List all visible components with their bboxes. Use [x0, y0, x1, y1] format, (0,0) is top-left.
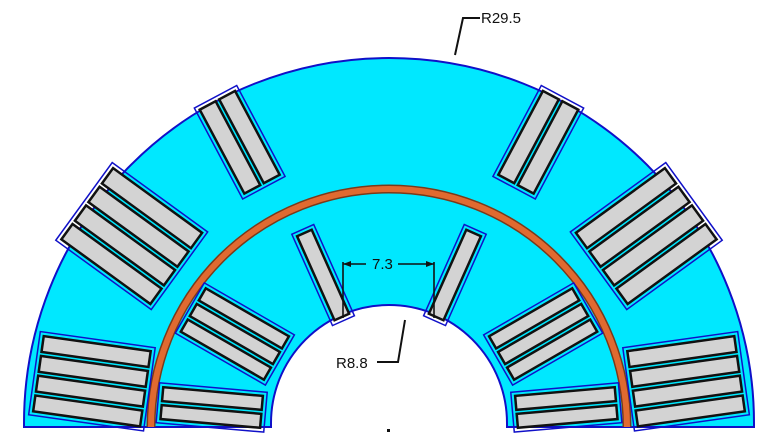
inner-slot-left-1: [155, 382, 269, 433]
inner-slot-right-3: [422, 223, 488, 327]
inner-slot-right-2-bar: [505, 317, 599, 382]
inner-slot-right-3-pocket: [422, 223, 488, 327]
inner-slot-left-3-bar: [295, 228, 351, 322]
inner-slot-left-2-pocket: [174, 281, 296, 387]
inner-slot-left-2-bar: [197, 286, 291, 351]
outer-slot-left-3-bar: [198, 99, 262, 196]
inner-magnet-slots: [155, 223, 623, 433]
outer-slot-right-2-bar: [574, 166, 678, 250]
outer-slot-right-1-bar: [631, 374, 744, 409]
outer-slot-left-1-bar: [34, 374, 147, 409]
inner-slot-right-1-bar: [515, 403, 619, 430]
inner-slot-right-2-pocket: [482, 281, 604, 387]
outer-slot-right-1: [621, 330, 751, 432]
rotor-ring-arc: [148, 186, 630, 428]
inner-slot-right-2-bar: [487, 286, 581, 351]
outer-slot-right-2-bar: [587, 185, 692, 269]
gap-arrow-left: [343, 261, 351, 267]
inner-slot-left-2: [174, 281, 296, 387]
inner-slot-right-1: [509, 382, 623, 433]
outer-slot-left-2-bar: [100, 166, 204, 250]
outer-radius-label: R29.5: [481, 10, 521, 27]
inner-slot-right-1-bar: [513, 385, 618, 412]
outer-slot-left-3: [193, 84, 287, 200]
outer-slot-right-3-pocket: [491, 84, 585, 200]
outer-slot-right-3: [491, 84, 585, 200]
outer-slot-right-1-bar: [625, 334, 738, 369]
outer-slot-left-2-bar: [59, 222, 164, 306]
outer-radius-leader: [454, 17, 480, 56]
outer-slot-right-1-bar: [634, 394, 747, 428]
outer-slot-right-2: [569, 161, 724, 311]
inner-slot-right-3-bar: [427, 228, 483, 322]
outer-slot-right-3-bar: [516, 99, 580, 196]
gap-arrow-right: [426, 261, 434, 267]
gap-width-label: 7.3: [372, 256, 393, 273]
inner-slot-right-2-bar: [496, 302, 590, 366]
inner-slot-left-1-bar: [160, 385, 265, 412]
rotor-ring: [146, 184, 632, 428]
outer-slot-left-3-pocket: [193, 84, 287, 200]
outer-slot-left-2-pocket: [54, 161, 209, 311]
outer-slot-left-1: [27, 330, 157, 432]
inner-slot-right-1-pocket: [509, 382, 623, 433]
inner-slot-left-2-bar: [188, 302, 282, 366]
outer-slot-right-2-bar: [614, 222, 719, 306]
outer-slot-left-3-bar: [217, 89, 282, 185]
outer-slot-left-1-bar: [37, 354, 150, 389]
outer-slot-right-2-bar: [601, 203, 705, 288]
inner-radius-label: R8.8: [336, 355, 368, 372]
outer-slot-right-1-pocket: [621, 330, 751, 432]
inner-slot-left-2-bar: [179, 317, 273, 382]
outer-slot-left-2: [54, 161, 209, 311]
outer-slot-left-2-bar: [86, 185, 191, 269]
inner-slot-left-1-pocket: [155, 382, 269, 433]
center-point: [387, 429, 390, 432]
inner-slot-left-3: [290, 223, 356, 327]
inner-radius-leader: [377, 319, 406, 363]
gap-label-bg: [366, 255, 398, 273]
outer-slot-left-2-bar: [73, 203, 177, 288]
outer-slot-left-1-bar: [40, 334, 153, 369]
inner-slot-left-1-bar: [159, 403, 263, 430]
outer-slot-right-2-pocket: [569, 161, 724, 311]
outer-magnet-slots: [27, 84, 751, 432]
outer-slot-right-3-bar: [496, 89, 561, 185]
inner-slot-left-3-pocket: [290, 223, 356, 327]
outer-slot-right-1-bar: [628, 354, 741, 389]
dimension-annotations: R29.5 7.3 R8.8: [336, 10, 521, 432]
outer-slot-left-1-bar: [31, 394, 144, 428]
outer-slot-left-1-pocket: [27, 330, 157, 432]
inner-slot-right-2: [482, 281, 604, 387]
